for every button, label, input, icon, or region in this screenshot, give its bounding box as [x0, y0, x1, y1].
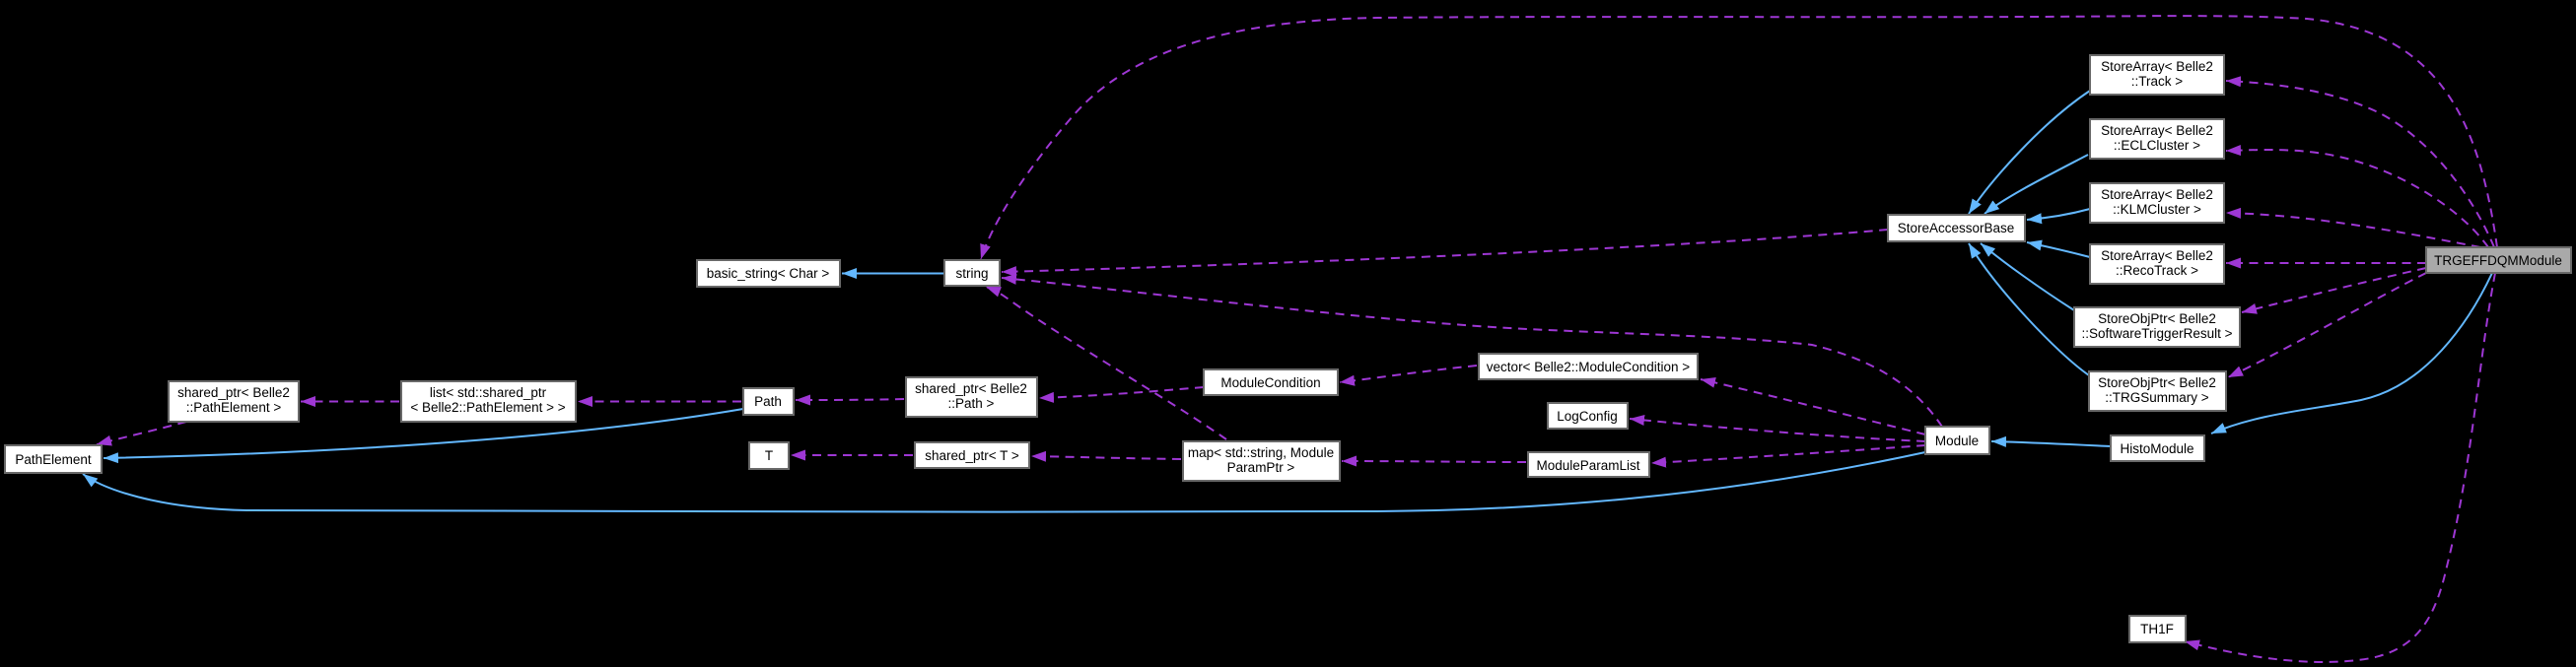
svg-text:ModuleParamList: ModuleParamList — [1536, 458, 1639, 473]
svg-text:::SoftwareTriggerResult >: ::SoftwareTriggerResult > — [2082, 326, 2233, 341]
svg-text:TH1F: TH1F — [2140, 622, 2174, 636]
svg-text:basic_string< Char >: basic_string< Char > — [707, 266, 830, 281]
svg-text:StoreAccessorBase: StoreAccessorBase — [1898, 221, 2015, 235]
svg-text:shared_ptr< Belle2: shared_ptr< Belle2 — [915, 381, 1027, 396]
svg-text:Module: Module — [1935, 434, 1979, 448]
svg-text:ParamPtr >: ParamPtr > — [1227, 460, 1295, 475]
svg-text:HistoModule: HistoModule — [2120, 441, 2193, 456]
svg-text:::PathElement >: ::PathElement > — [186, 400, 282, 415]
svg-text:StoreArray< Belle2: StoreArray< Belle2 — [2101, 248, 2213, 263]
svg-text:StoreObjPtr< Belle2: StoreObjPtr< Belle2 — [2098, 375, 2216, 390]
svg-text:T: T — [765, 448, 773, 463]
svg-text:< Belle2::PathElement > >: < Belle2::PathElement > > — [410, 400, 565, 415]
svg-text:Path: Path — [754, 394, 782, 409]
svg-text:::Path >: ::Path > — [948, 396, 995, 411]
svg-text:ModuleCondition: ModuleCondition — [1220, 375, 1320, 390]
svg-text:::ECLCluster >: ::ECLCluster > — [2114, 138, 2200, 153]
svg-text:StoreArray< Belle2: StoreArray< Belle2 — [2101, 59, 2213, 74]
svg-text:::Track >: ::Track > — [2131, 74, 2184, 89]
svg-text:::TRGSummary >: ::TRGSummary > — [2105, 390, 2209, 405]
svg-text:LogConfig: LogConfig — [1557, 409, 1618, 424]
svg-text:map< std::string, Module: map< std::string, Module — [1188, 445, 1334, 460]
svg-text:::RecoTrack >: ::RecoTrack > — [2116, 263, 2198, 278]
svg-text:shared_ptr< T >: shared_ptr< T > — [925, 448, 1019, 463]
svg-text:vector< Belle2::ModuleConditio: vector< Belle2::ModuleCondition > — [1487, 360, 1690, 374]
svg-text:StoreArray< Belle2: StoreArray< Belle2 — [2101, 187, 2213, 202]
svg-text:string: string — [955, 266, 988, 281]
svg-text:::KLMCluster >: ::KLMCluster > — [2113, 202, 2201, 217]
svg-text:TRGEFFDQMModule: TRGEFFDQMModule — [2434, 253, 2562, 268]
svg-text:StoreArray< Belle2: StoreArray< Belle2 — [2101, 123, 2213, 138]
svg-text:shared_ptr< Belle2: shared_ptr< Belle2 — [177, 385, 290, 400]
svg-text:StoreObjPtr< Belle2: StoreObjPtr< Belle2 — [2098, 311, 2216, 326]
svg-text:PathElement: PathElement — [15, 452, 92, 467]
svg-text:list< std::shared_ptr: list< std::shared_ptr — [430, 385, 547, 400]
